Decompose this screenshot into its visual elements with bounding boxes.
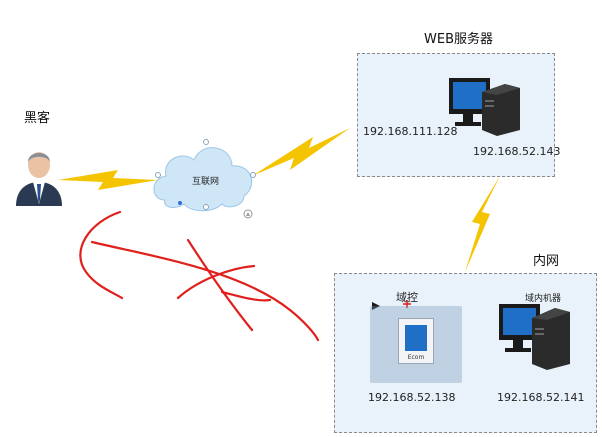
web-server-ip-1: 192.168.111.128 xyxy=(363,125,458,138)
hacker-person-icon xyxy=(16,152,62,206)
lightning-icon xyxy=(252,128,350,176)
internet-label: 互联网 xyxy=(192,177,220,187)
lightning-icon xyxy=(465,176,500,272)
domain-machine-label: 域内机器 xyxy=(525,294,562,304)
domain-machine-ip: 192.168.52.141 xyxy=(497,391,585,404)
web-server-zone xyxy=(357,53,555,177)
dc-ip: 192.168.52.138 xyxy=(368,391,456,404)
file-icon[interactable]: Ecom xyxy=(398,318,434,364)
web-server-ip-2: 192.168.52.143 xyxy=(473,145,561,158)
intranet-label: 内网 xyxy=(533,254,560,269)
domain-machine-computer xyxy=(499,304,570,370)
hacker-label: 黑客 xyxy=(24,111,51,126)
dc-label: 域控 xyxy=(396,291,418,304)
web-server-title: WEB服务器 xyxy=(424,32,493,47)
file-caption: Ecom xyxy=(407,354,425,361)
red-attack-marks xyxy=(79,210,320,342)
lightning-icon xyxy=(58,170,158,190)
internet-cloud-icon xyxy=(153,139,256,219)
dc-marker xyxy=(372,300,411,310)
web-server-computer xyxy=(449,78,520,136)
